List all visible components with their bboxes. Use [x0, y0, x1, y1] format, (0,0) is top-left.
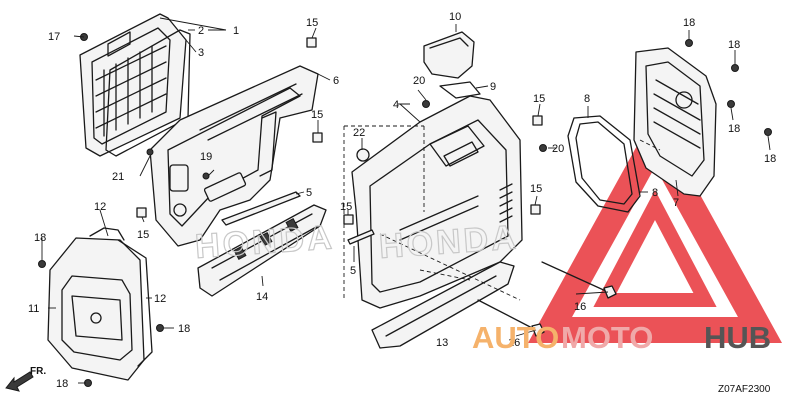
callout-22: 22 [353, 127, 365, 139]
part-side-rail-upper [221, 191, 301, 226]
callout-18-b: 18 [56, 378, 68, 390]
part-front-cover [47, 227, 145, 381]
callout-15-d: 15 [530, 183, 542, 195]
watermark-triangle-logo [527, 113, 783, 343]
callout-10: 10 [449, 11, 461, 23]
front-direction-indicator: FR. [5, 366, 46, 392]
callout-6: 6 [333, 75, 339, 87]
part-grille-seal [105, 29, 191, 157]
callout-12-top: 12 [94, 201, 106, 213]
callout-3: 3 [198, 47, 204, 59]
diagram-code: Z07AF2300 [718, 384, 771, 395]
front-label: FR. [30, 366, 46, 377]
callout-20-a: 20 [413, 75, 425, 87]
fasteners [38, 33, 772, 387]
callout-19: 19 [200, 151, 212, 163]
callout-14: 14 [256, 291, 268, 303]
callout-2: 2 [198, 25, 204, 37]
part-rear-cover [633, 47, 717, 197]
watermark-word-auto: AUTO [472, 320, 559, 355]
part-lid-strap [439, 81, 481, 99]
watermark-wordmark: AUTO MOTO HUB [472, 320, 771, 355]
callout-18-e: 18 [728, 39, 740, 51]
callout-5-lower: 5 [350, 265, 356, 277]
callout-15-b: 15 [311, 109, 323, 121]
part-bottom-skirt [371, 261, 515, 349]
watermark-word-moto: MOTO [561, 320, 653, 355]
callout-15-f: 15 [137, 229, 149, 241]
callout-18-g: 18 [764, 153, 776, 165]
callout-5-upper: 5 [306, 187, 312, 199]
front-arrow-icon [5, 371, 34, 392]
callout-20-b: 20 [552, 143, 564, 155]
leader-lines [41, 17, 771, 384]
part-front-cover-seal [117, 239, 153, 367]
callout-11: 11 [28, 303, 39, 315]
watermark-word-hub: HUB [704, 320, 771, 355]
callout-15-a: 15 [306, 17, 318, 29]
callout-12-side: 12 [154, 293, 166, 305]
callout-16-a: 16 [574, 301, 586, 313]
ghost-brand-lettering-left: HONDA [194, 218, 336, 266]
callout-4: 4 [393, 99, 399, 111]
callout-9: 9 [490, 81, 496, 93]
callout-18-c: 18 [178, 323, 190, 335]
callout-labels: 1 2 3 4 5 5 6 7 8 8 9 10 11 12 12 13 14 … [28, 11, 776, 390]
callout-17: 17 [48, 31, 60, 43]
callout-21: 21 [112, 171, 124, 183]
callout-15-e: 15 [340, 201, 352, 213]
part-rear-seal-ring [567, 115, 641, 213]
part-main-side-cover [351, 95, 523, 309]
callout-16-b: 16 [508, 337, 520, 349]
callout-18-d: 18 [683, 17, 695, 29]
callout-8-top: 8 [584, 93, 590, 105]
part-top-lid [423, 31, 475, 79]
part-top-grille-panel [79, 13, 187, 157]
part-lower-tray [197, 204, 327, 297]
callout-7: 7 [673, 197, 679, 209]
callout-18-f: 18 [728, 123, 740, 135]
callout-1: 1 [233, 25, 239, 37]
part-upper-frame [149, 65, 319, 247]
callout-8-side: 8 [652, 187, 658, 199]
alignment-dashed-lines [343, 125, 661, 301]
part-long-bolts [477, 261, 617, 337]
callout-13: 13 [436, 337, 448, 349]
callout-15-c: 15 [533, 93, 545, 105]
callout-18-a: 18 [34, 232, 46, 244]
